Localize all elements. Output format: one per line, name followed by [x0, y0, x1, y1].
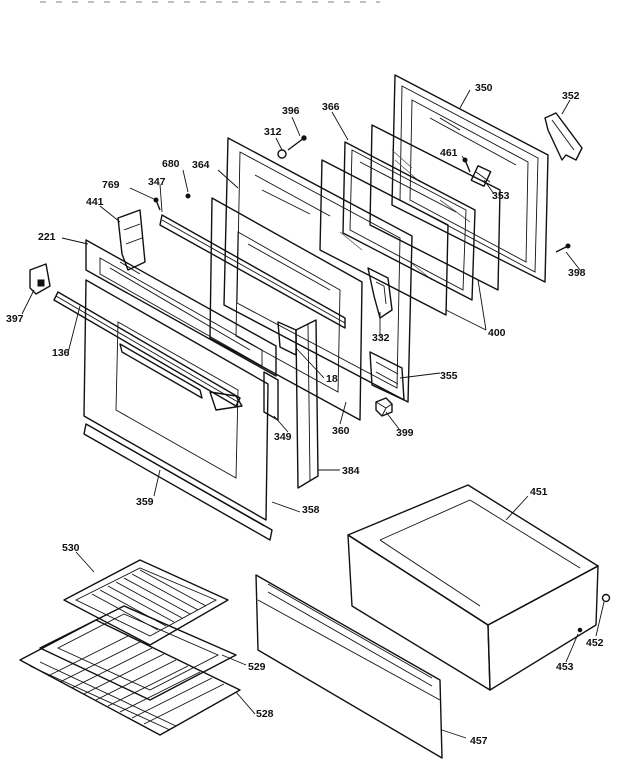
part-457-drawer-front — [255, 574, 443, 759]
callout-451: 451 — [530, 486, 548, 498]
part-359-door-bottom-strip — [83, 423, 273, 541]
callout-461: 461 — [440, 147, 458, 159]
callout-453: 453 — [556, 661, 574, 673]
part-398-screw — [555, 243, 571, 253]
callout-366: 366 — [322, 101, 340, 113]
part-400-glass-panel-front — [319, 159, 449, 316]
callout-529: 529 — [248, 661, 266, 673]
part-400-glass-panel-rear — [369, 124, 501, 291]
callout-221: 221 — [38, 231, 56, 243]
callout-528: 528 — [256, 708, 274, 720]
callout-452: 452 — [586, 637, 604, 649]
part-397-clip — [29, 263, 51, 295]
callout-347: 347 — [148, 176, 166, 188]
part-453-screw — [577, 627, 583, 633]
part-680-screw — [185, 193, 191, 199]
callout-350: 350 — [475, 82, 493, 94]
callout-441: 441 — [86, 196, 104, 208]
leader-lines — [21, 89, 605, 739]
callout-384: 384 — [342, 465, 360, 477]
part-353-latch — [470, 165, 492, 187]
part-332-bracket — [367, 267, 393, 319]
part-384-side-post — [295, 319, 319, 489]
callout-400: 400 — [488, 327, 506, 339]
callout-312: 312 — [264, 126, 282, 138]
callout-332: 332 — [372, 332, 390, 344]
part-399-block — [375, 397, 393, 417]
callout-680: 680 — [162, 158, 180, 170]
callout-769: 769 — [102, 179, 120, 191]
part-221-control-panel — [85, 239, 277, 377]
callout-396: 396 — [282, 105, 300, 117]
callout-18: 18 — [326, 373, 338, 385]
callout-labels: 350 352 396 366 312 680 364 461 353 769 … — [6, 82, 604, 747]
callout-397: 397 — [6, 313, 24, 325]
part-396-screw — [287, 135, 307, 151]
part-312-clip — [277, 149, 287, 159]
part-451-drawer-box — [347, 484, 599, 691]
part-349-side-strip — [263, 371, 279, 421]
part-530-broiler-pan-grid — [63, 559, 229, 646]
part-355-hinge — [369, 351, 405, 401]
callout-358: 358 — [302, 504, 320, 516]
part-528-oven-rack — [19, 619, 241, 736]
callout-352: 352 — [562, 90, 580, 102]
part-452-screw — [601, 593, 611, 603]
part-359-door-outer-panel — [83, 279, 269, 521]
callout-530: 530 — [62, 542, 80, 554]
part-441-bracket — [117, 209, 146, 271]
callout-349: 349 — [274, 431, 292, 443]
callout-136: 136 — [52, 347, 70, 359]
callout-457: 457 — [470, 735, 488, 747]
callout-360: 360 — [332, 425, 350, 437]
callout-398: 398 — [568, 267, 586, 279]
part-352-handle-end — [544, 112, 583, 161]
callout-399: 399 — [396, 427, 414, 439]
callout-353: 353 — [492, 190, 510, 202]
callout-364: 364 — [192, 159, 210, 171]
callout-355: 355 — [440, 370, 458, 382]
part-461-screw — [462, 157, 471, 173]
part-347-top-trim — [159, 214, 346, 329]
part-136-door-handle — [53, 291, 241, 407]
part-360-insulation-panel — [209, 197, 363, 421]
callout-359: 359 — [136, 496, 154, 508]
part-350-outer-door-frame — [391, 74, 549, 283]
